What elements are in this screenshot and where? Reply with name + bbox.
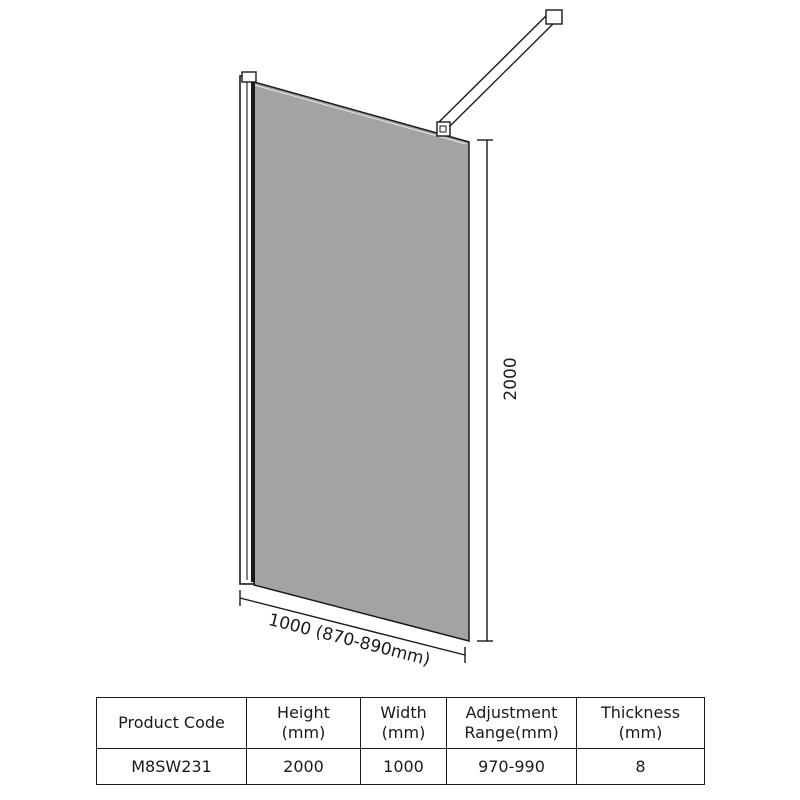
- glass-panel: [253, 81, 470, 642]
- header-thickness-line2: (mm): [618, 723, 663, 742]
- header-width: Width (mm): [360, 697, 447, 749]
- header-thickness-line1: Thickness: [600, 703, 681, 722]
- header-height: Height (mm): [246, 697, 361, 749]
- spec-table: Product Code Height (mm) Width (mm) Adju…: [96, 697, 705, 785]
- width-dimension-line: [239, 590, 466, 663]
- cell-product-code: M8SW231: [96, 748, 247, 785]
- cell-adjustment-range: 970-990: [446, 748, 577, 785]
- header-width-line1: Width: [380, 703, 427, 722]
- cell-height: 2000: [246, 748, 361, 785]
- support-bar: [436, 9, 563, 137]
- height-dimension-label: 2000: [501, 357, 521, 400]
- height-dimension-line: [477, 139, 493, 642]
- table-row: M8SW231 2000 1000 970-990 8: [96, 748, 705, 785]
- glass-top-edge: [253, 84, 467, 145]
- header-product-code: Product Code: [96, 697, 247, 749]
- header-height-line1: Height: [277, 703, 330, 722]
- header-width-line2: (mm): [381, 723, 426, 742]
- shower-screen-drawing: 2000 1000 (870-890mm): [239, 9, 563, 670]
- header-product-code-label: Product Code: [118, 713, 225, 732]
- header-adjustment-line2: Range(mm): [464, 723, 559, 742]
- wall-profile: [239, 71, 257, 585]
- header-height-line2: (mm): [281, 723, 326, 742]
- header-adjustment-line1: Adjustment: [465, 703, 558, 722]
- cell-thickness: 8: [576, 748, 705, 785]
- cell-width: 1000: [360, 748, 447, 785]
- header-adjustment-range: Adjustment Range(mm): [446, 697, 577, 749]
- header-thickness: Thickness (mm): [576, 697, 705, 749]
- table-header-row: Product Code Height (mm) Width (mm) Adju…: [96, 697, 705, 749]
